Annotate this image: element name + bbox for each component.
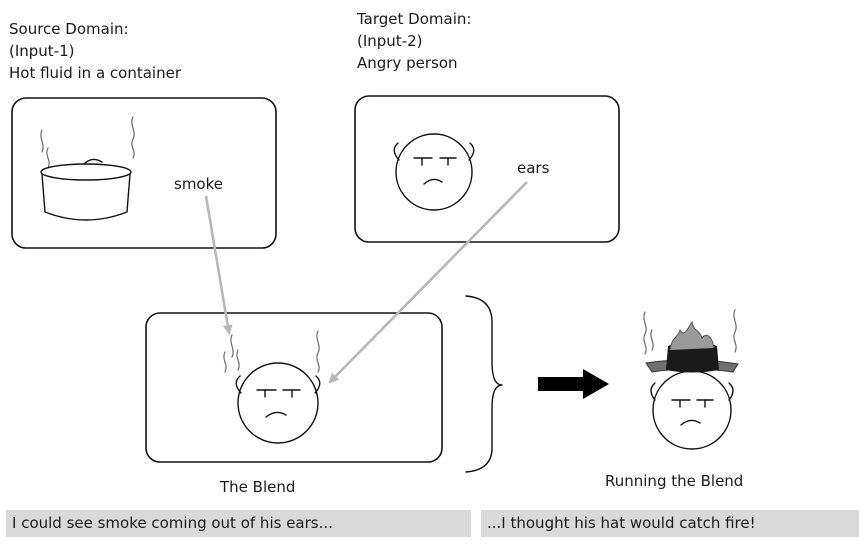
target-domain-box: ears (354, 95, 620, 243)
ears-label: ears (517, 159, 550, 177)
target-domain-concept: Angry person (357, 54, 458, 72)
source-domain-concept: Hot fluid in a container (9, 64, 182, 82)
smoke-mapping-arrow (204, 195, 233, 335)
running-steam-right-icon (733, 309, 737, 353)
target-domain-input: (Input-2) (357, 32, 423, 50)
face-steam-left-icon (223, 334, 240, 373)
target-domain-header: Target Domain: (Input-2) Angry person (356, 10, 471, 72)
source-domain-box: smoke (11, 97, 277, 249)
smoke-label: smoke (174, 175, 223, 193)
caption-left: I could see smoke coming out of his ears… (6, 510, 471, 537)
ears-mapping-arrow (328, 181, 528, 384)
running-the-blend-label: Running the Blend (605, 472, 743, 490)
pot-icon (40, 116, 135, 221)
caption-right: ...I thought his hat would catch fire! (481, 510, 859, 537)
running-steam-left-icon (643, 311, 654, 355)
flame-icon (669, 320, 715, 351)
source-domain-title: Source Domain: (9, 20, 129, 38)
pot-steam-left-icon (40, 129, 50, 169)
target-domain-title: Target Domain: (356, 10, 471, 28)
steaming-face-icon (223, 330, 321, 444)
right-brace-icon (465, 295, 503, 473)
source-domain-header: Source Domain: (Input-1) Hot fluid in a … (9, 20, 182, 82)
source-domain-input: (Input-1) (9, 42, 75, 60)
angry-face-icon (393, 133, 475, 211)
blend-label: The Blend (219, 478, 295, 496)
pot-steam-right-icon (131, 116, 135, 159)
hat-on-fire-face-icon (643, 309, 739, 450)
blend-box: The Blend (145, 312, 443, 496)
face-steam-right-icon (316, 330, 320, 373)
right-arrow-icon (538, 369, 609, 399)
